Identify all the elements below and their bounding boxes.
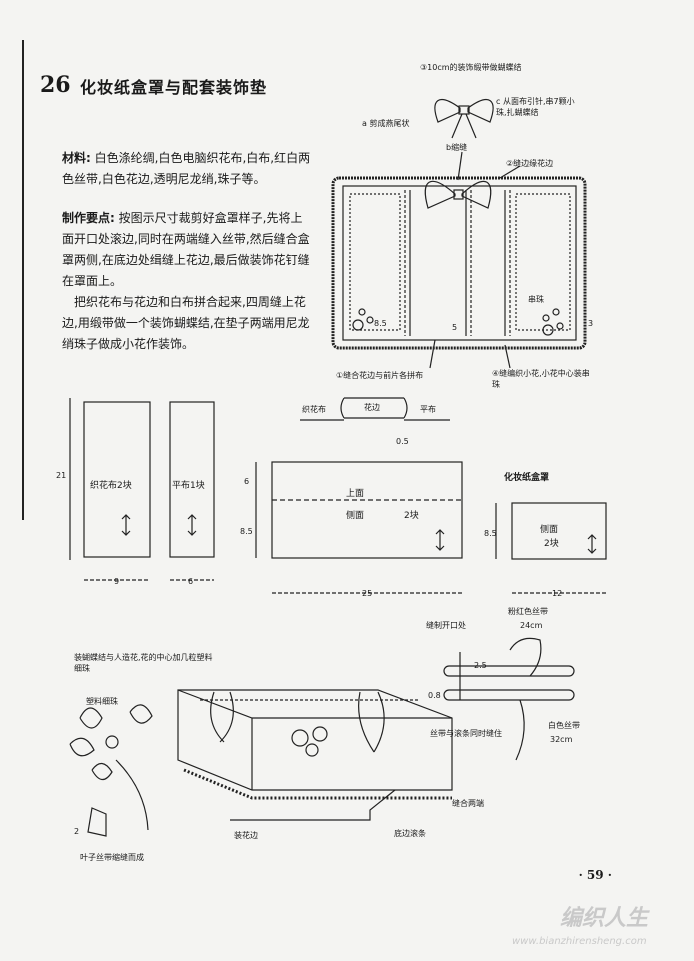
steps-paragraph-2: 把织花布与花边和白布拼合起来,四周缝上花边,用缎带做一个装饰蝴蝶结,在垫子两端用…: [62, 295, 310, 351]
materials-label: 材料:: [62, 151, 91, 165]
label-sew-ribbon: 丝带与滚条同时缝住: [430, 729, 502, 738]
cover-side: 侧面: [346, 511, 365, 521]
cover-count: 2块: [404, 511, 419, 521]
cover-top: 上面: [346, 489, 365, 499]
pink-ribbon-length: 24cm: [520, 621, 543, 630]
side-piece-side: 侧面: [540, 525, 559, 535]
label-4: ④缝编织小花,小花中心装串珠: [492, 369, 590, 389]
cover-dim-25: 25: [362, 589, 373, 598]
label-white-ribbon: 白色丝带: [548, 721, 580, 730]
cover-heading: 化妆纸盒罩: [504, 473, 550, 483]
side-dim-12: 12: [552, 589, 563, 598]
side-dim-85: 8.5: [484, 529, 497, 538]
steps-paragraph: 制作要点: 按图示尺寸裁剪好盒罩样子,先将上面开口处滚边,同时在两端缝入丝带,然…: [62, 208, 314, 292]
label-1: ①缝合花边与前片各拼布: [336, 371, 424, 380]
dim-9: 9: [114, 577, 120, 586]
dim-mat-3: 3: [588, 319, 594, 328]
dim-mat-85: 8.5: [374, 319, 387, 328]
watermark-url: www.bianzhirensheng.com: [512, 936, 647, 947]
seam-right: 平布: [420, 405, 436, 414]
cover-dim-6: 6: [244, 477, 250, 486]
seam-mid: 花边: [364, 403, 380, 412]
label-c: c 从面布引针,串7颗小珠,扎蝴蝶结: [496, 97, 575, 117]
page-number: · 59 ·: [578, 868, 612, 882]
leaf-dim: 2: [74, 827, 80, 836]
pattern-pieces: [69, 397, 607, 594]
label-bow-flower: 装蝴蝶结与人造花,花的中心加几粒塑料细珠: [74, 653, 213, 673]
label-lace: 装花边: [234, 831, 258, 840]
steps-label: 制作要点:: [62, 211, 115, 225]
dim-21: 21: [56, 471, 67, 480]
label-leaf: 叶子丝带缩缝而成: [80, 853, 144, 862]
dim-25: 2.5: [474, 661, 487, 670]
steps-text: 按图示尺寸裁剪好盒罩样子,先将上面开口处滚边,同时在两端缝入丝带,然后缝合盒罩两…: [62, 211, 310, 288]
article-title: 化妆纸盒罩与配套装饰垫: [80, 78, 268, 97]
mat-illustration: [331, 99, 587, 369]
piece-jacquard: 织花布2块: [90, 481, 132, 491]
dim-08: 0.8: [428, 691, 441, 700]
label-plastic-beads: 塑料细珠: [86, 697, 118, 706]
label-ribbon-bow: ③10cm的装饰缎带做蝴蝶结: [420, 63, 522, 72]
label-sew-sides: 缝合两端: [452, 799, 484, 808]
dim-6: 6: [188, 577, 194, 586]
label-bottom-binding: 底边滚条: [394, 829, 426, 838]
cover-dim-85: 8.5: [240, 527, 253, 536]
label-opening: 缝制开口处: [426, 621, 466, 630]
margin-rule: [22, 40, 24, 520]
seam-dim: 0.5: [396, 437, 409, 446]
watermark-brand: 编织人生: [560, 906, 649, 931]
white-ribbon-length: 32cm: [550, 735, 573, 744]
label-b: b缩缝: [446, 143, 468, 152]
article-number: 26: [40, 72, 71, 98]
piece-plain: 平布1块: [172, 481, 205, 491]
dim-mat-5: 5: [452, 323, 458, 332]
label-pink-ribbon: 粉红色丝带: [508, 607, 548, 616]
materials-paragraph: 材料: 白色涤纶绸,白色电脑织花布,白布,红白两色丝带,白色花边,透明尼龙绡,珠…: [62, 148, 314, 190]
label-beads: 串珠: [528, 295, 544, 304]
seam-left: 织花布: [302, 405, 326, 414]
box-illustration: [69, 637, 575, 837]
label-a: a 剪成燕尾状: [362, 119, 410, 128]
materials-text: 白色涤纶绸,白色电脑织花布,白布,红白两色丝带,白色花边,透明尼龙绡,珠子等。: [62, 151, 311, 186]
side-piece-count: 2块: [544, 539, 559, 549]
label-2: ②缝边缘花边: [506, 159, 554, 168]
